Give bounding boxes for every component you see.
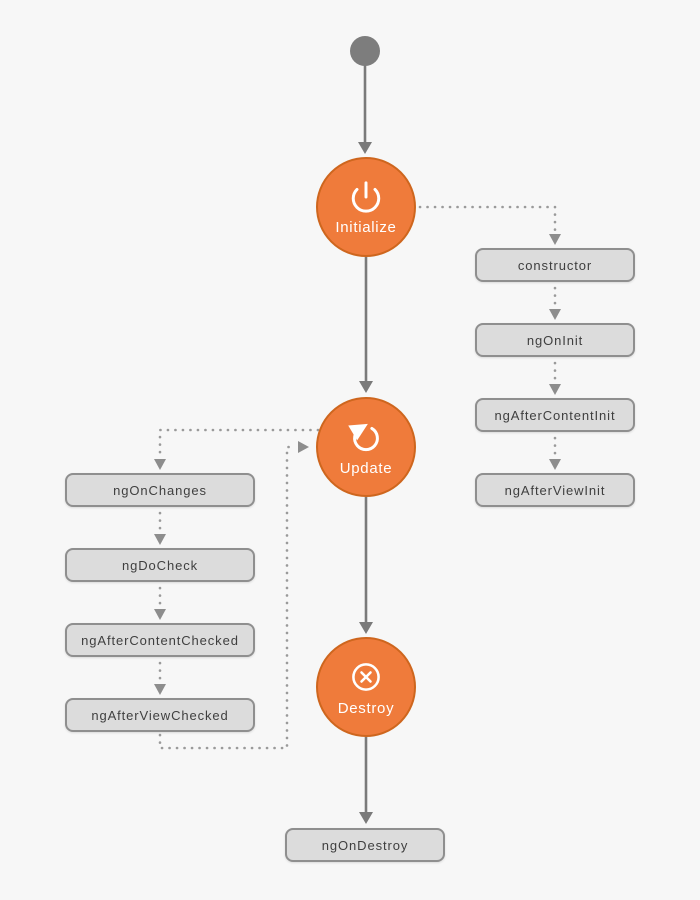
connector-update-to-ngonchanges — [158, 428, 320, 461]
hook-box-ngondestroy: ngOnDestroy — [285, 828, 445, 862]
arrowhead-to-ngaftercontentinit — [549, 384, 561, 395]
stage-initialize: Initialize — [316, 157, 416, 257]
connector-ngafterviewchecked-to-update — [158, 445, 298, 750]
stage-destroy: Destroy — [316, 637, 416, 737]
arrowhead-to-ngafterviewinit — [549, 459, 561, 470]
arrowhead-update-to-destroy — [359, 622, 373, 634]
stage-initialize-label: Initialize — [335, 218, 397, 236]
arrowhead-to-ngdocheck — [154, 534, 166, 545]
hook-box-ngdocheck: ngDoCheck — [65, 548, 255, 582]
start-node — [350, 36, 380, 66]
hook-box-ngonchanges: ngOnChanges — [65, 473, 255, 507]
arrowhead-initialize-to-update — [359, 381, 373, 393]
stage-update: Update — [316, 397, 416, 497]
arrowhead-to-constructor — [549, 234, 561, 245]
arrowhead-to-ngoninit — [549, 309, 561, 320]
hook-box-ngaftercontentchecked: ngAfterContentChecked — [65, 623, 255, 657]
arrowhead-to-ngaftercontentchecked — [154, 609, 166, 620]
arrowhead-start-to-initialize — [358, 142, 372, 154]
power-icon — [349, 180, 383, 214]
arrowhead-to-ngafterviewchecked — [154, 684, 166, 695]
stage-destroy-label: Destroy — [337, 699, 395, 717]
arrowhead-to-ngonchanges — [154, 459, 166, 470]
hook-box-ngoninit: ngOnInit — [475, 323, 635, 357]
hook-box-ngafterviewinit: ngAfterViewInit — [475, 473, 635, 507]
x-circle-icon — [348, 659, 384, 695]
hook-box-constructor: constructor — [475, 248, 635, 282]
arrowhead-destroy-to-ngondestroy — [359, 812, 373, 824]
hook-box-ngafterviewchecked: ngAfterViewChecked — [65, 698, 255, 732]
connector-initialize-to-constructor — [418, 205, 557, 235]
hook-box-ngaftercontentinit: ngAfterContentInit — [475, 398, 635, 432]
refresh-icon — [348, 419, 384, 455]
arrowhead-loop-to-update — [298, 441, 309, 453]
stage-update-label: Update — [339, 459, 393, 477]
